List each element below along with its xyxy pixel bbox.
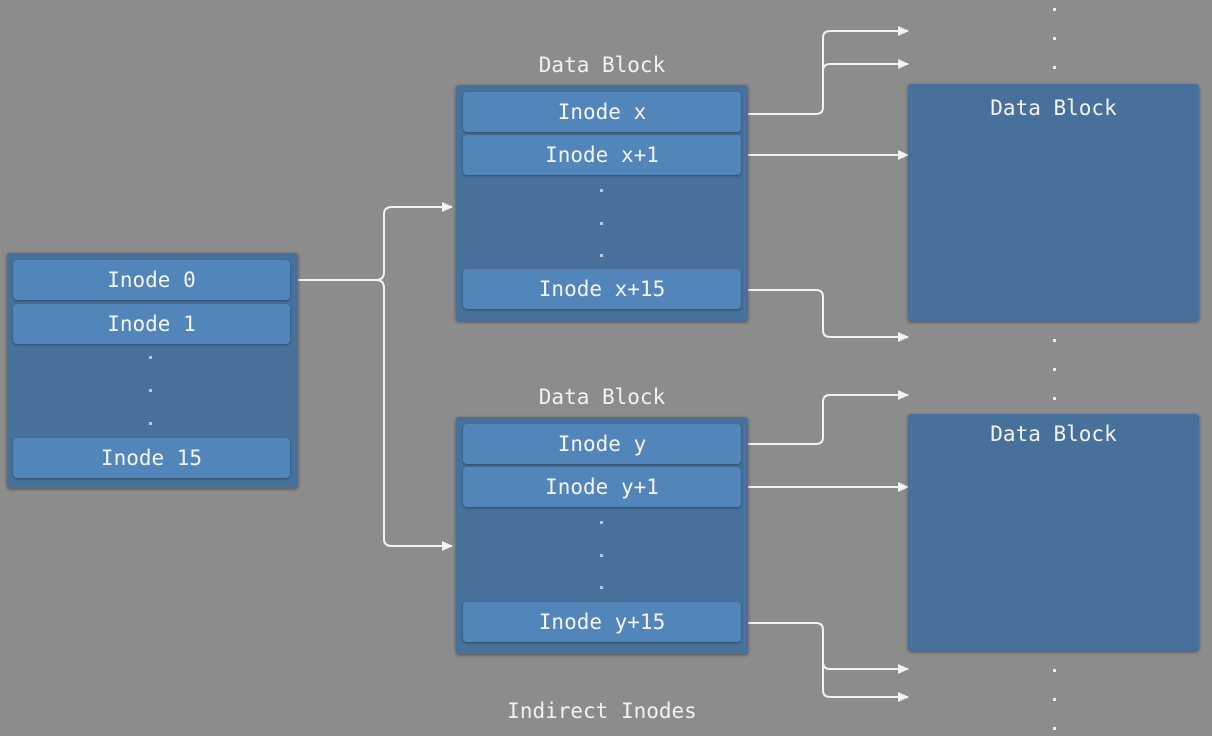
indirect-y-inode-last: Inode y+15 — [463, 602, 741, 642]
root-inode-0: Inode 0 — [13, 260, 290, 300]
arrow-inode-x15 — [741, 289, 909, 342]
data-block-top: Data Block — [908, 84, 1199, 321]
indirect-block-x: Inode x Inode x+1 Inode x+15 — [456, 85, 748, 321]
arrow-inode-x-up1 — [741, 26, 909, 115]
ellipsis-dot — [1053, 368, 1056, 371]
arrow-inode0-to-x — [290, 202, 453, 281]
ellipsis-dot — [600, 254, 603, 257]
root-inode-table: Inode 0 Inode 1 Inode 15 — [7, 253, 298, 488]
ellipsis-dot — [1053, 727, 1056, 730]
indirect-inodes-caption: Indirect Inodes — [507, 699, 697, 723]
arrow-inode0-to-y — [375, 279, 453, 551]
indirect-y-inode-first: Inode y — [463, 424, 741, 464]
indirect-x-caption: Data Block — [538, 53, 666, 77]
ellipsis-dot — [600, 222, 603, 225]
ellipsis-dot — [1053, 66, 1056, 69]
ellipsis-dot — [600, 521, 603, 524]
indirect-block-y: Inode y Inode y+1 Inode y+15 — [456, 417, 748, 654]
ellipsis-dot — [149, 356, 152, 359]
ellipsis-dot — [1053, 37, 1056, 40]
indirect-y-caption: Data Block — [538, 385, 666, 409]
ellipsis-dot — [149, 389, 152, 392]
data-block-bottom: Data Block — [908, 414, 1199, 651]
ellipsis-dot — [1053, 698, 1056, 701]
ellipsis-dot — [600, 586, 603, 589]
ellipsis-dot — [600, 554, 603, 557]
ellipsis-dot — [1053, 339, 1056, 342]
arrow-inode-y15-1 — [741, 622, 909, 674]
arrow-inode-x-up2 — [822, 59, 909, 72]
indirect-y-inode-second: Inode y+1 — [463, 467, 741, 507]
indirect-x-inode-last: Inode x+15 — [463, 269, 741, 309]
ellipsis-dot — [600, 189, 603, 192]
ellipsis-dot — [1053, 8, 1056, 11]
indirect-x-inode-second: Inode x+1 — [463, 135, 741, 175]
data-block-top-label: Data Block — [990, 96, 1117, 120]
arrow-inode-y — [741, 390, 909, 445]
ellipsis-dot — [1053, 669, 1056, 672]
data-block-bottom-label: Data Block — [990, 422, 1117, 446]
root-inode-1: Inode 1 — [13, 304, 290, 344]
root-inode-15: Inode 15 — [13, 438, 290, 478]
arrow-inode-y15-2 — [822, 660, 909, 702]
ellipsis-dot — [149, 422, 152, 425]
ellipsis-dot — [1053, 397, 1056, 400]
indirect-x-inode-first: Inode x — [463, 92, 741, 132]
